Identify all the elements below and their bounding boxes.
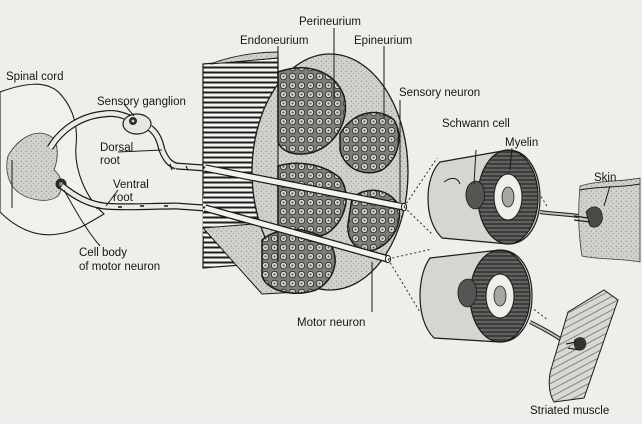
label-cell-body-line1: Cell body [79,247,127,259]
label-ventral-root-line2: root [113,192,134,204]
label-skin: Skin [594,172,616,184]
label-schwann-cell: Schwann cell [442,118,510,130]
label-myelin: Myelin [505,137,538,149]
striated-muscle-section [548,289,619,403]
label-dorsal-root-line2: root [100,155,121,167]
schwann-cell-nucleus [465,180,485,210]
label-sensory-ganglion: Sensory ganglion [97,96,186,108]
label-epineurium: Epineurium [354,35,412,47]
label-endoneurium: Endoneurium [240,35,308,47]
nerve-roots [46,110,206,212]
label-cell-body-line2: of motor neuron [79,261,160,273]
motor-fiber-enlarged [419,249,572,348]
sensory-ganglion-body [122,113,152,135]
spinal-cord-section [0,83,105,236]
sensory-fiber-enlarged [427,149,579,245]
label-ventral-root-line1: Ventral [113,179,149,191]
label-dorsal-root-line1: Dorsal [100,142,133,154]
label-spinal-cord: Spinal cord [6,71,64,83]
labels: Spinal cord Sensory ganglion Dorsal root… [6,16,616,417]
label-sensory-neuron: Sensory neuron [399,87,480,99]
fascicle-middle [277,162,347,239]
skin-section [573,177,641,263]
label-striated-muscle: Striated muscle [530,405,609,417]
label-motor-neuron: Motor neuron [297,317,365,329]
leader-lines [63,28,611,312]
extracted-fibers [203,164,408,264]
label-perineurium: Perineurium [299,16,361,28]
nerve-trunk [201,51,409,295]
fascicle-upper [277,67,347,155]
fascicle-right [339,111,400,174]
